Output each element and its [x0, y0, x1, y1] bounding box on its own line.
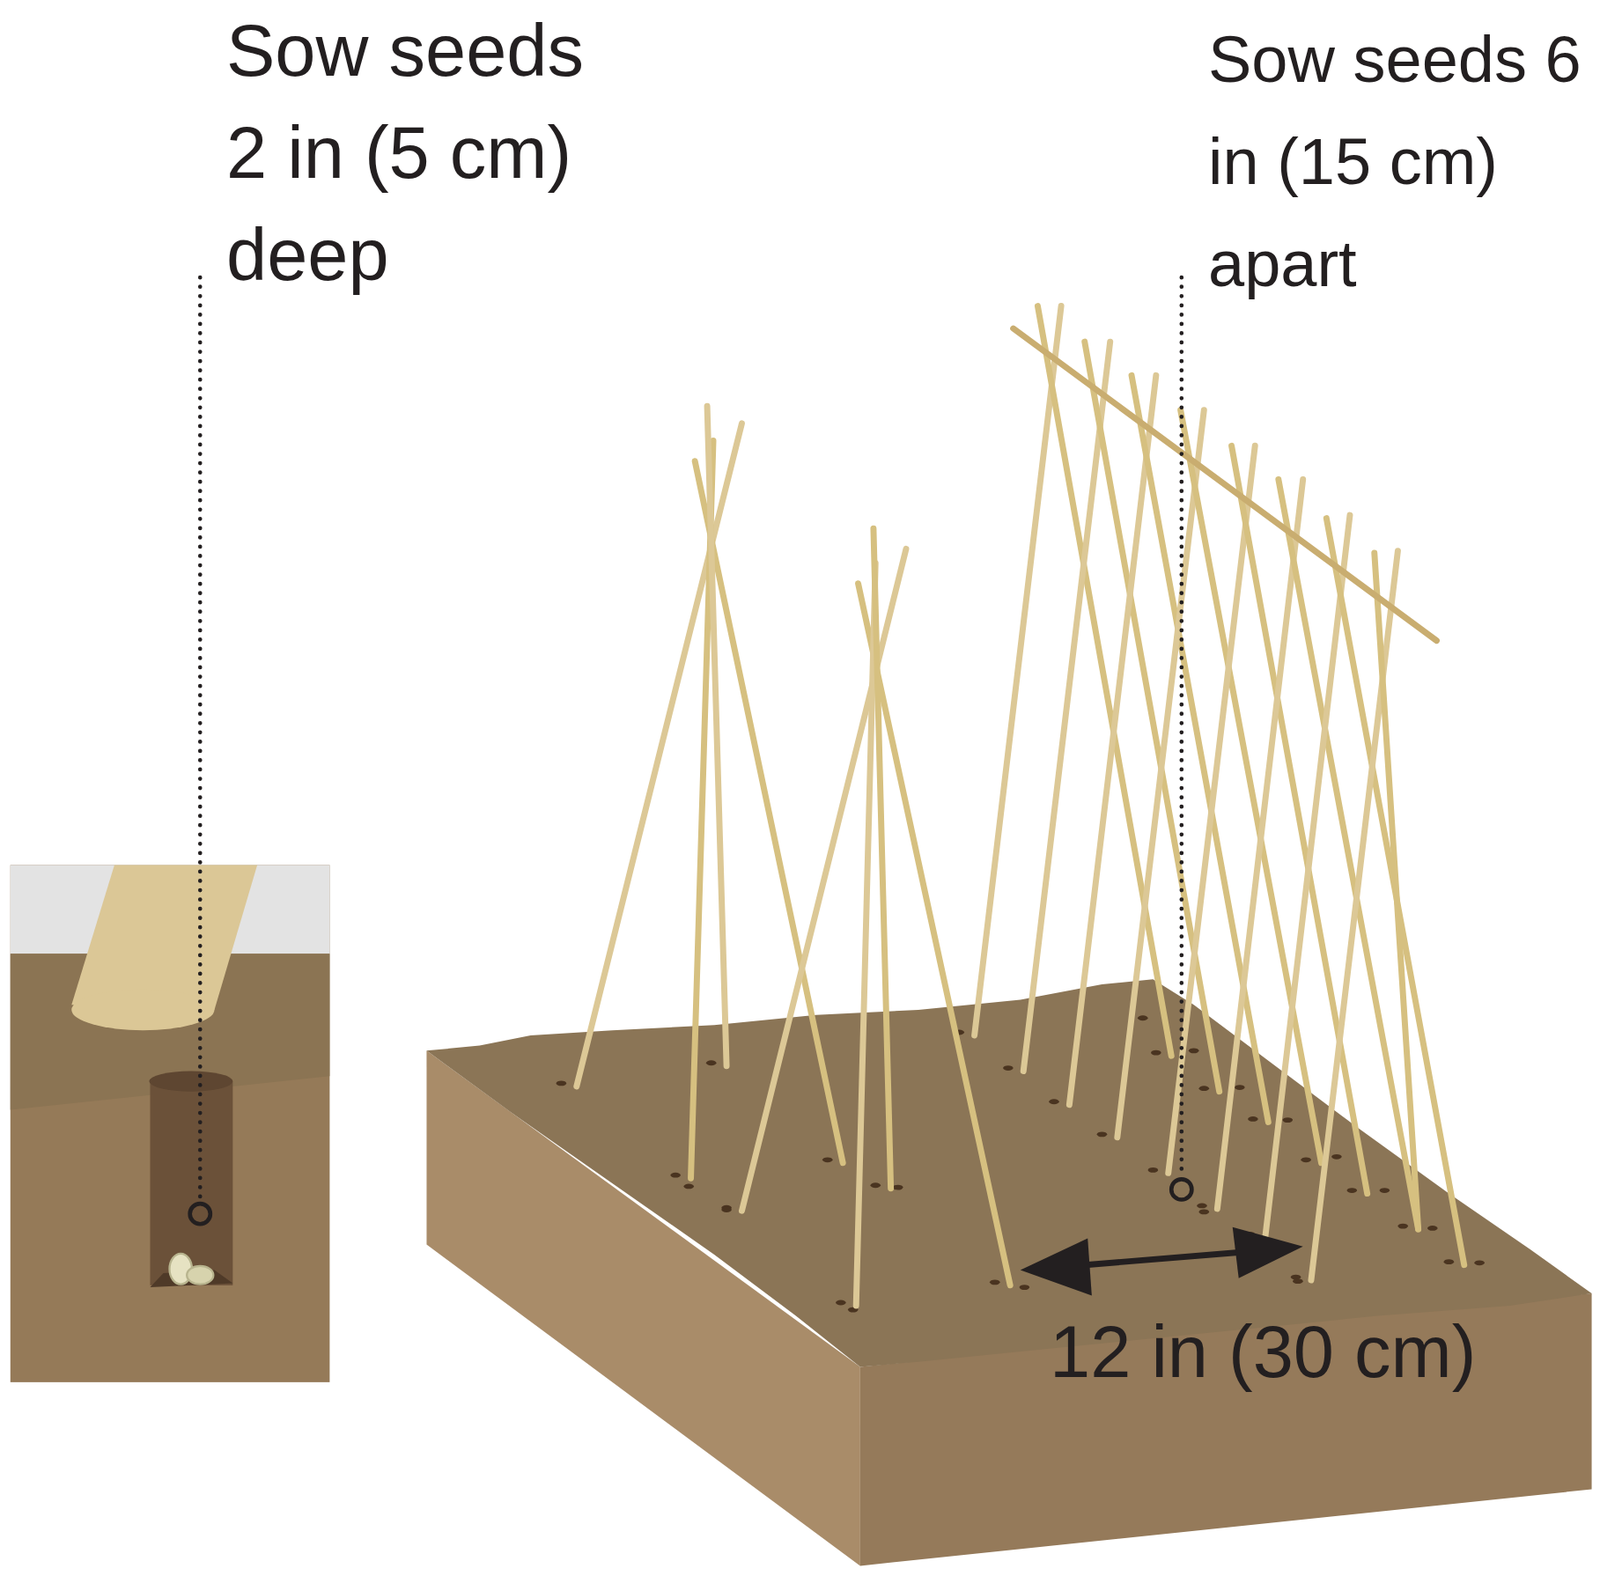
hole — [1234, 1084, 1246, 1091]
hole — [989, 1279, 1001, 1285]
hole — [670, 1172, 681, 1179]
hole — [892, 1185, 904, 1191]
hole — [721, 1207, 732, 1213]
callout-label: Sow seeds 6 in (15 cm) apart — [1208, 8, 1596, 316]
bamboo-canes — [576, 306, 1465, 1306]
hole — [835, 1300, 847, 1306]
cane — [1278, 479, 1419, 1231]
cane — [974, 306, 1062, 1036]
cane — [873, 528, 892, 1189]
cross-cane — [1013, 328, 1438, 642]
hole — [1397, 1223, 1409, 1230]
cane — [707, 405, 727, 1067]
hole — [822, 1157, 834, 1163]
leader-dot — [1171, 1179, 1192, 1200]
hole — [1048, 1098, 1060, 1105]
hole — [1199, 1209, 1210, 1215]
cane — [1265, 515, 1350, 1238]
hole — [683, 1184, 694, 1190]
hole — [1331, 1154, 1342, 1160]
soil-section — [10, 864, 331, 1382]
spacing-arrow — [1020, 1227, 1304, 1297]
cane — [1326, 518, 1464, 1266]
leader-line — [198, 277, 203, 1200]
leader-dot — [190, 1203, 211, 1224]
hole — [1346, 1187, 1357, 1194]
hole — [1137, 1015, 1149, 1021]
hole — [1292, 1278, 1304, 1284]
dimension-label: 12 in (30 cm) — [1049, 1301, 1578, 1404]
hole — [1148, 1167, 1159, 1173]
hole — [1019, 1284, 1031, 1291]
hole — [1199, 1085, 1210, 1092]
hole — [556, 1081, 568, 1087]
hole — [1282, 1117, 1294, 1123]
hole — [1150, 1050, 1162, 1056]
hole — [706, 1060, 717, 1066]
callout-label: Sow seeds 2 in (5 cm) deep — [226, 0, 623, 307]
hole — [1474, 1260, 1485, 1266]
hole — [870, 1182, 881, 1188]
cane — [1216, 479, 1303, 1210]
hole — [1379, 1187, 1391, 1194]
hole — [1300, 1157, 1312, 1163]
hole — [1196, 1203, 1208, 1210]
hole — [1002, 1065, 1014, 1071]
hole — [1247, 1116, 1259, 1122]
cane — [1374, 552, 1419, 1230]
hole — [1444, 1259, 1455, 1265]
cane — [1023, 341, 1110, 1071]
cane — [855, 563, 876, 1306]
hole — [1097, 1131, 1108, 1137]
hole — [1427, 1225, 1438, 1232]
hole — [1188, 1047, 1200, 1054]
leader-line — [1179, 277, 1184, 1176]
cane — [1311, 551, 1398, 1281]
cane — [1069, 375, 1156, 1105]
cane — [1117, 410, 1204, 1138]
